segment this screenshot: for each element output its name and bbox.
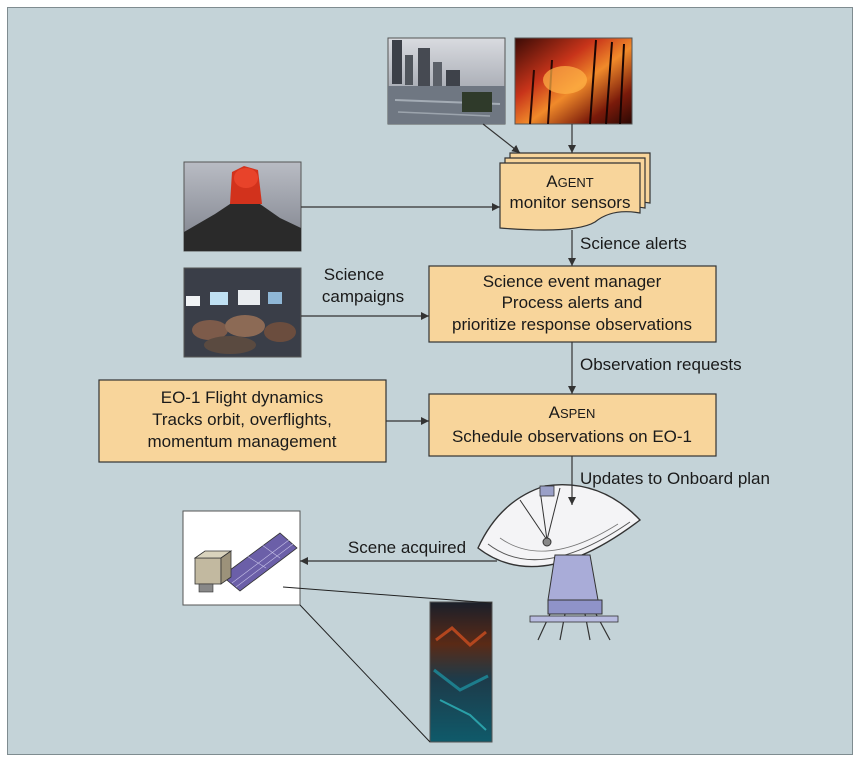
acquired-scene-image [429,601,493,743]
svg-text:AGENT: AGENT [546,172,594,191]
science-campaigns-label-1: Science [324,265,384,284]
science-campaigns-label-2: campaigns [322,287,404,306]
fd-line-2: Tracks orbit, overflights, [152,410,332,429]
aspen-title-rest: SPEN [560,406,595,421]
fd-line-1: EO-1 Flight dynamics [161,388,324,407]
sem-line-2: Process alerts and [502,293,643,312]
satellite-to-scene-line-bottom [299,604,431,743]
antenna-dish-illustration [477,484,642,641]
control-room-photo [183,267,302,358]
eo1-satellite-image [182,510,301,606]
observation-requests-label: Observation requests [580,355,742,374]
sem-line-1: Science event manager [483,272,662,291]
connectors [282,123,576,743]
flood-city-photo [387,37,506,125]
agent-title-rest: GENT [558,175,594,190]
forest-fire-photo [514,37,633,125]
agent-subtitle: monitor sensors [510,193,631,212]
flight-dynamics-box: EO-1 Flight dynamics Tracks orbit, overf… [98,379,387,463]
aspen-box: ASPEN Schedule observations on EO-1 [428,393,717,457]
aspen-title-cap: A [549,403,561,422]
volcano-photo [183,161,302,252]
sem-line-3: prioritize response observations [452,315,692,334]
svg-text:ASPEN: ASPEN [549,403,596,422]
flood-to-agent-arrow [482,123,521,154]
updates-onboard-plan-label: Updates to Onboard plan [580,469,770,488]
fd-line-3: momentum management [148,432,337,451]
agent-node: AGENT monitor sensors [499,152,651,231]
science-event-manager-box: Science event manager Process alerts and… [428,265,717,343]
agent-title-cap: A [546,172,558,191]
satellite-to-scene-line-top [282,586,493,604]
aspen-subtitle: Schedule observations on EO-1 [452,427,692,446]
science-alerts-label: Science alerts [580,234,687,253]
scene-acquired-label: Scene acquired [348,538,466,557]
